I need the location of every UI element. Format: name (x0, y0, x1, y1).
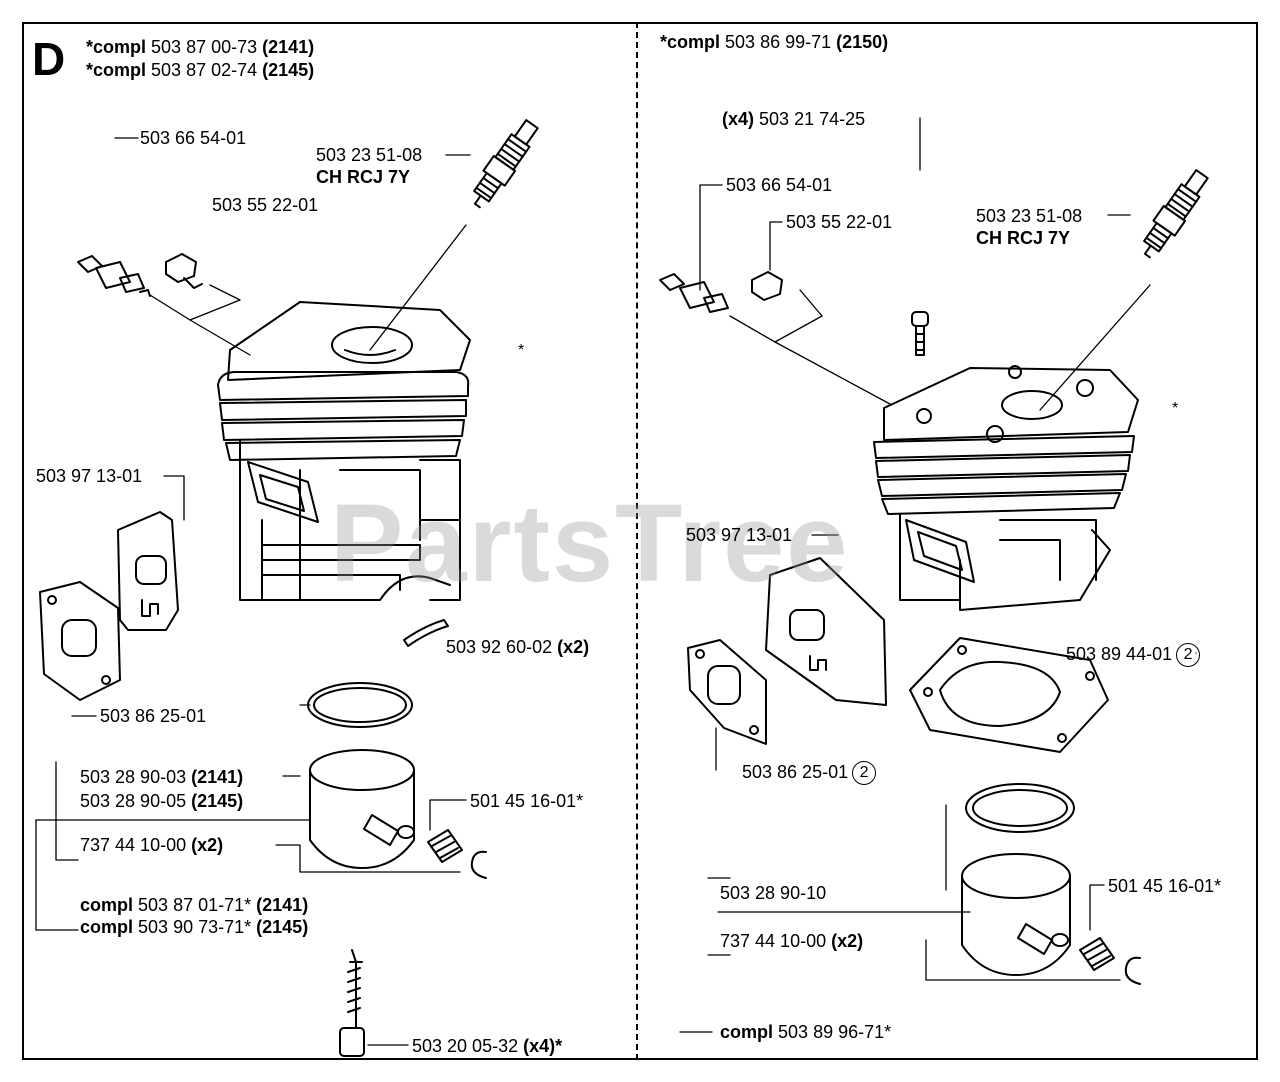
right-label-nipple: 503 55 22-01 (786, 212, 893, 232)
right-label-spark-plug: 503 23 51-08 (976, 206, 1083, 226)
left-leader-lines (35, 137, 471, 1046)
left-label-spark-plug-type: CH RCJ 7Y (316, 167, 411, 187)
left-decomp-valve (77, 255, 151, 297)
section-letter: D (32, 33, 66, 85)
left-label-gasket-large: 503 97 13-01 (36, 466, 143, 486)
watermark: PartsTree (330, 482, 850, 605)
left-circlip (470, 850, 487, 879)
right-spark-plug (1143, 169, 1209, 259)
left-star-note: * (518, 342, 525, 359)
right-star-note: * (1172, 400, 1179, 417)
right-needle-bearing (1079, 937, 1115, 971)
left-nipple (165, 253, 203, 289)
right-label-bolt: (x4) 503 21 74-25 (722, 109, 866, 129)
left-label-gasket-small: 503 86 25-01 (100, 706, 207, 726)
right-label-gasket-large: 503 97 13-01 (686, 525, 793, 545)
right-decomp-valve (659, 273, 729, 313)
right-piston (961, 853, 1071, 976)
left-piston-ring (307, 682, 413, 728)
left-label-compl-a: compl 503 87 01-71* (2141) (80, 895, 309, 915)
right-label-spark-plug-type: CH RCJ 7Y (976, 228, 1071, 248)
right-circlip (1124, 956, 1141, 985)
right-piston-ring (965, 783, 1075, 833)
left-label-clip: 503 92 60-02 (x2) (446, 637, 590, 657)
right-gasket-large (765, 557, 887, 706)
right-label-fitting: 503 66 54-01 (726, 175, 833, 195)
left-clip (403, 619, 449, 647)
right-kit: *compl 503 86 99-71 (2150) (660, 32, 889, 52)
right-nipple (751, 271, 783, 301)
left-kit-1: *compl 503 87 00-73 (2141) (86, 37, 315, 57)
left-needle-bearing (427, 829, 463, 863)
left-label-compl-b: compl 503 90 73-71* (2145) (80, 917, 309, 937)
right-label-circlip: 737 44 10-00 (x2) (720, 931, 864, 951)
right-bolt (911, 311, 929, 356)
left-gasket-small (39, 581, 121, 701)
right-label-piston: 503 28 90-10 (720, 883, 827, 903)
left-screw (339, 949, 365, 1057)
right-base-gasket (909, 637, 1109, 753)
left-kit-2: *compl 503 87 02-74 (2145) (86, 60, 315, 80)
left-label-piston-a: 503 28 90-03 (2141) (80, 767, 244, 787)
left-gasket-large (117, 511, 179, 631)
right-cylinder (873, 365, 1139, 611)
left-label-piston-b: 503 28 90-05 (2145) (80, 791, 244, 811)
left-label-fitting: 503 66 54-01 (140, 128, 247, 148)
left-label-nipple: 503 55 22-01 (212, 195, 319, 215)
left-piston (309, 749, 415, 869)
left-label-bearing: 501 45 16-01* (470, 791, 584, 811)
right-label-bearing: 501 45 16-01* (1108, 876, 1222, 896)
left-label-spark-plug: 503 23 51-08 (316, 145, 423, 165)
right-gasket-small (687, 639, 767, 745)
section-divider (636, 22, 638, 1060)
left-label-circlip: 737 44 10-00 (x2) (80, 835, 224, 855)
left-cylinder (217, 301, 471, 601)
left-spark-plug (473, 119, 539, 209)
right-leader-lines (679, 117, 1197, 1033)
left-label-screw: 503 20 05-32 (x4)* (412, 1036, 563, 1056)
right-label-compl: compl 503 89 96-71* (720, 1022, 892, 1042)
